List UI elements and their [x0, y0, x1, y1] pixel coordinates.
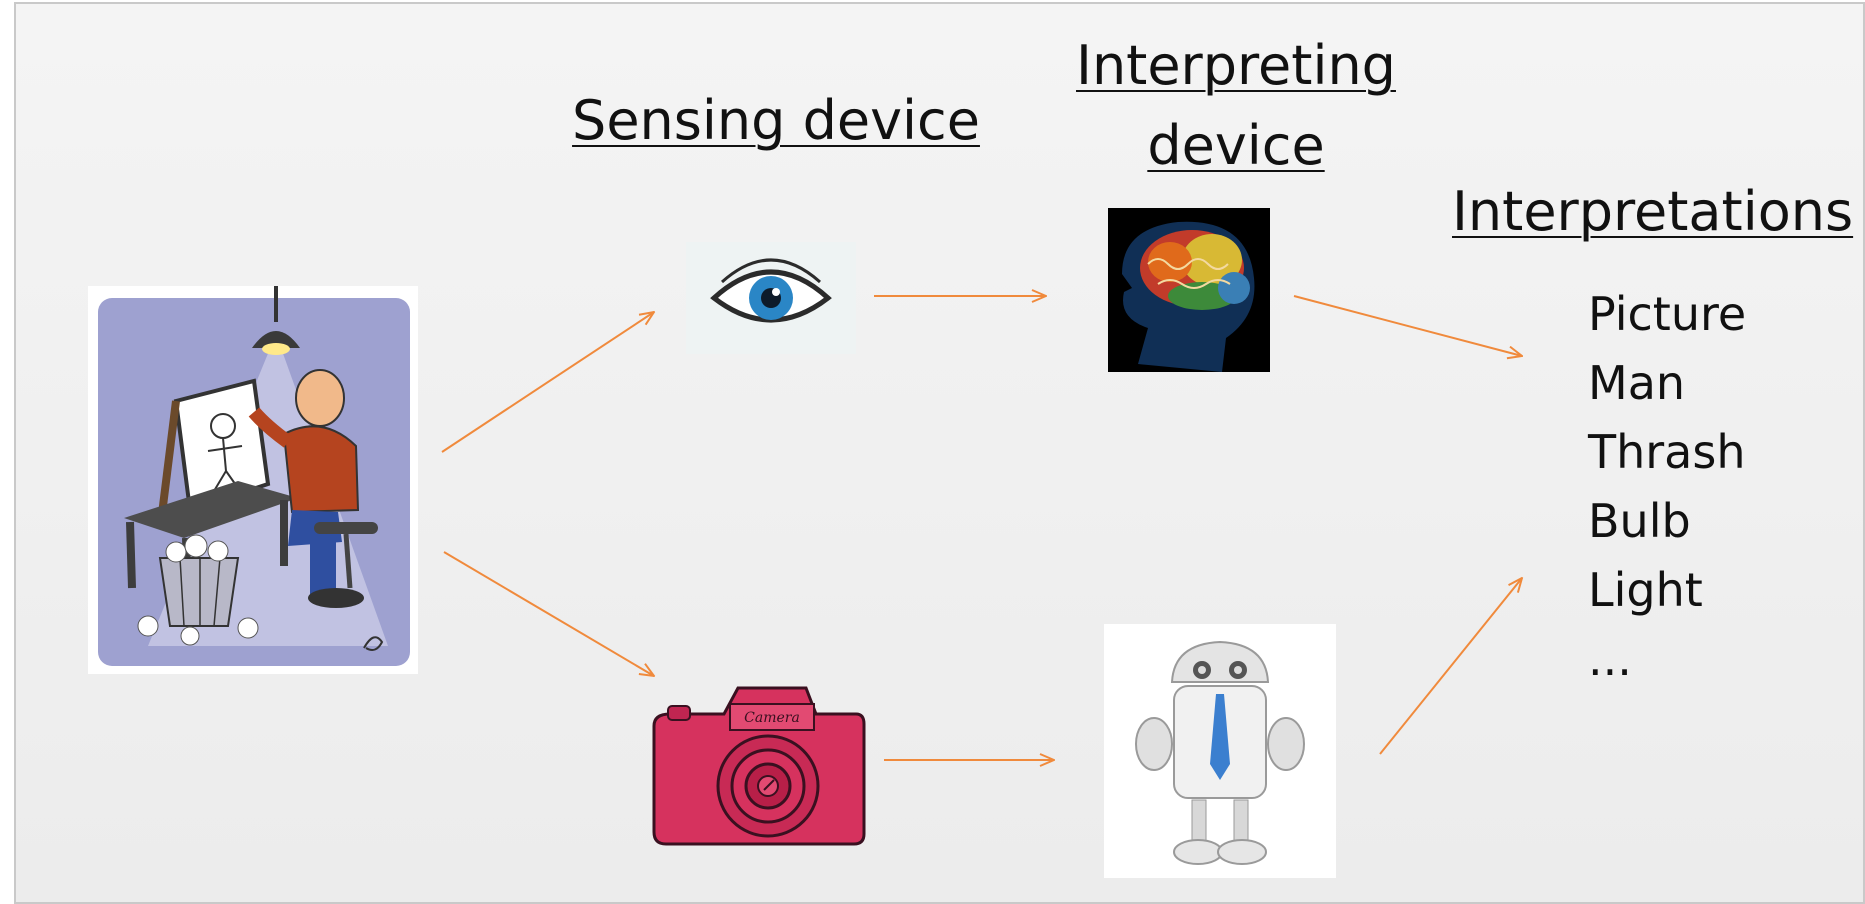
interpretation-item: Light — [1588, 563, 1703, 617]
arrow-robot-to-interpretations — [1379, 578, 1522, 755]
arrow-artist-to-eye — [441, 312, 654, 453]
interpretation-item: ... — [1588, 632, 1632, 686]
artist-drawing-icon — [88, 286, 418, 674]
robot-icon — [1104, 624, 1336, 878]
heading-interpreting-device: Interpreting device — [1036, 26, 1436, 186]
interpretation-item: Man — [1588, 356, 1686, 410]
heading-interpretations: Interpretations — [1452, 180, 1854, 243]
brain-icon — [1108, 208, 1270, 372]
arrow-artist-to-camera — [443, 551, 654, 676]
heading-sensing-device: Sensing device — [572, 89, 980, 152]
interpretation-item: Picture — [1588, 287, 1747, 341]
eye-icon — [686, 242, 856, 354]
interpretations-list: Picture Man Thrash Bulb Light ... — [1588, 280, 1746, 694]
interpretation-item: Thrash — [1588, 425, 1746, 479]
interpretation-item: Bulb — [1588, 494, 1691, 548]
heading-interpreting-line1: Interpreting — [1076, 34, 1396, 97]
arrow-brain-to-interpretations — [1293, 295, 1522, 356]
slide: Sensing device Interpreting device Inter… — [14, 2, 1865, 904]
camera-label: Camera — [744, 710, 800, 726]
heading-interpreting-line2: device — [1147, 114, 1325, 177]
camera-icon: Camera — [646, 678, 870, 852]
